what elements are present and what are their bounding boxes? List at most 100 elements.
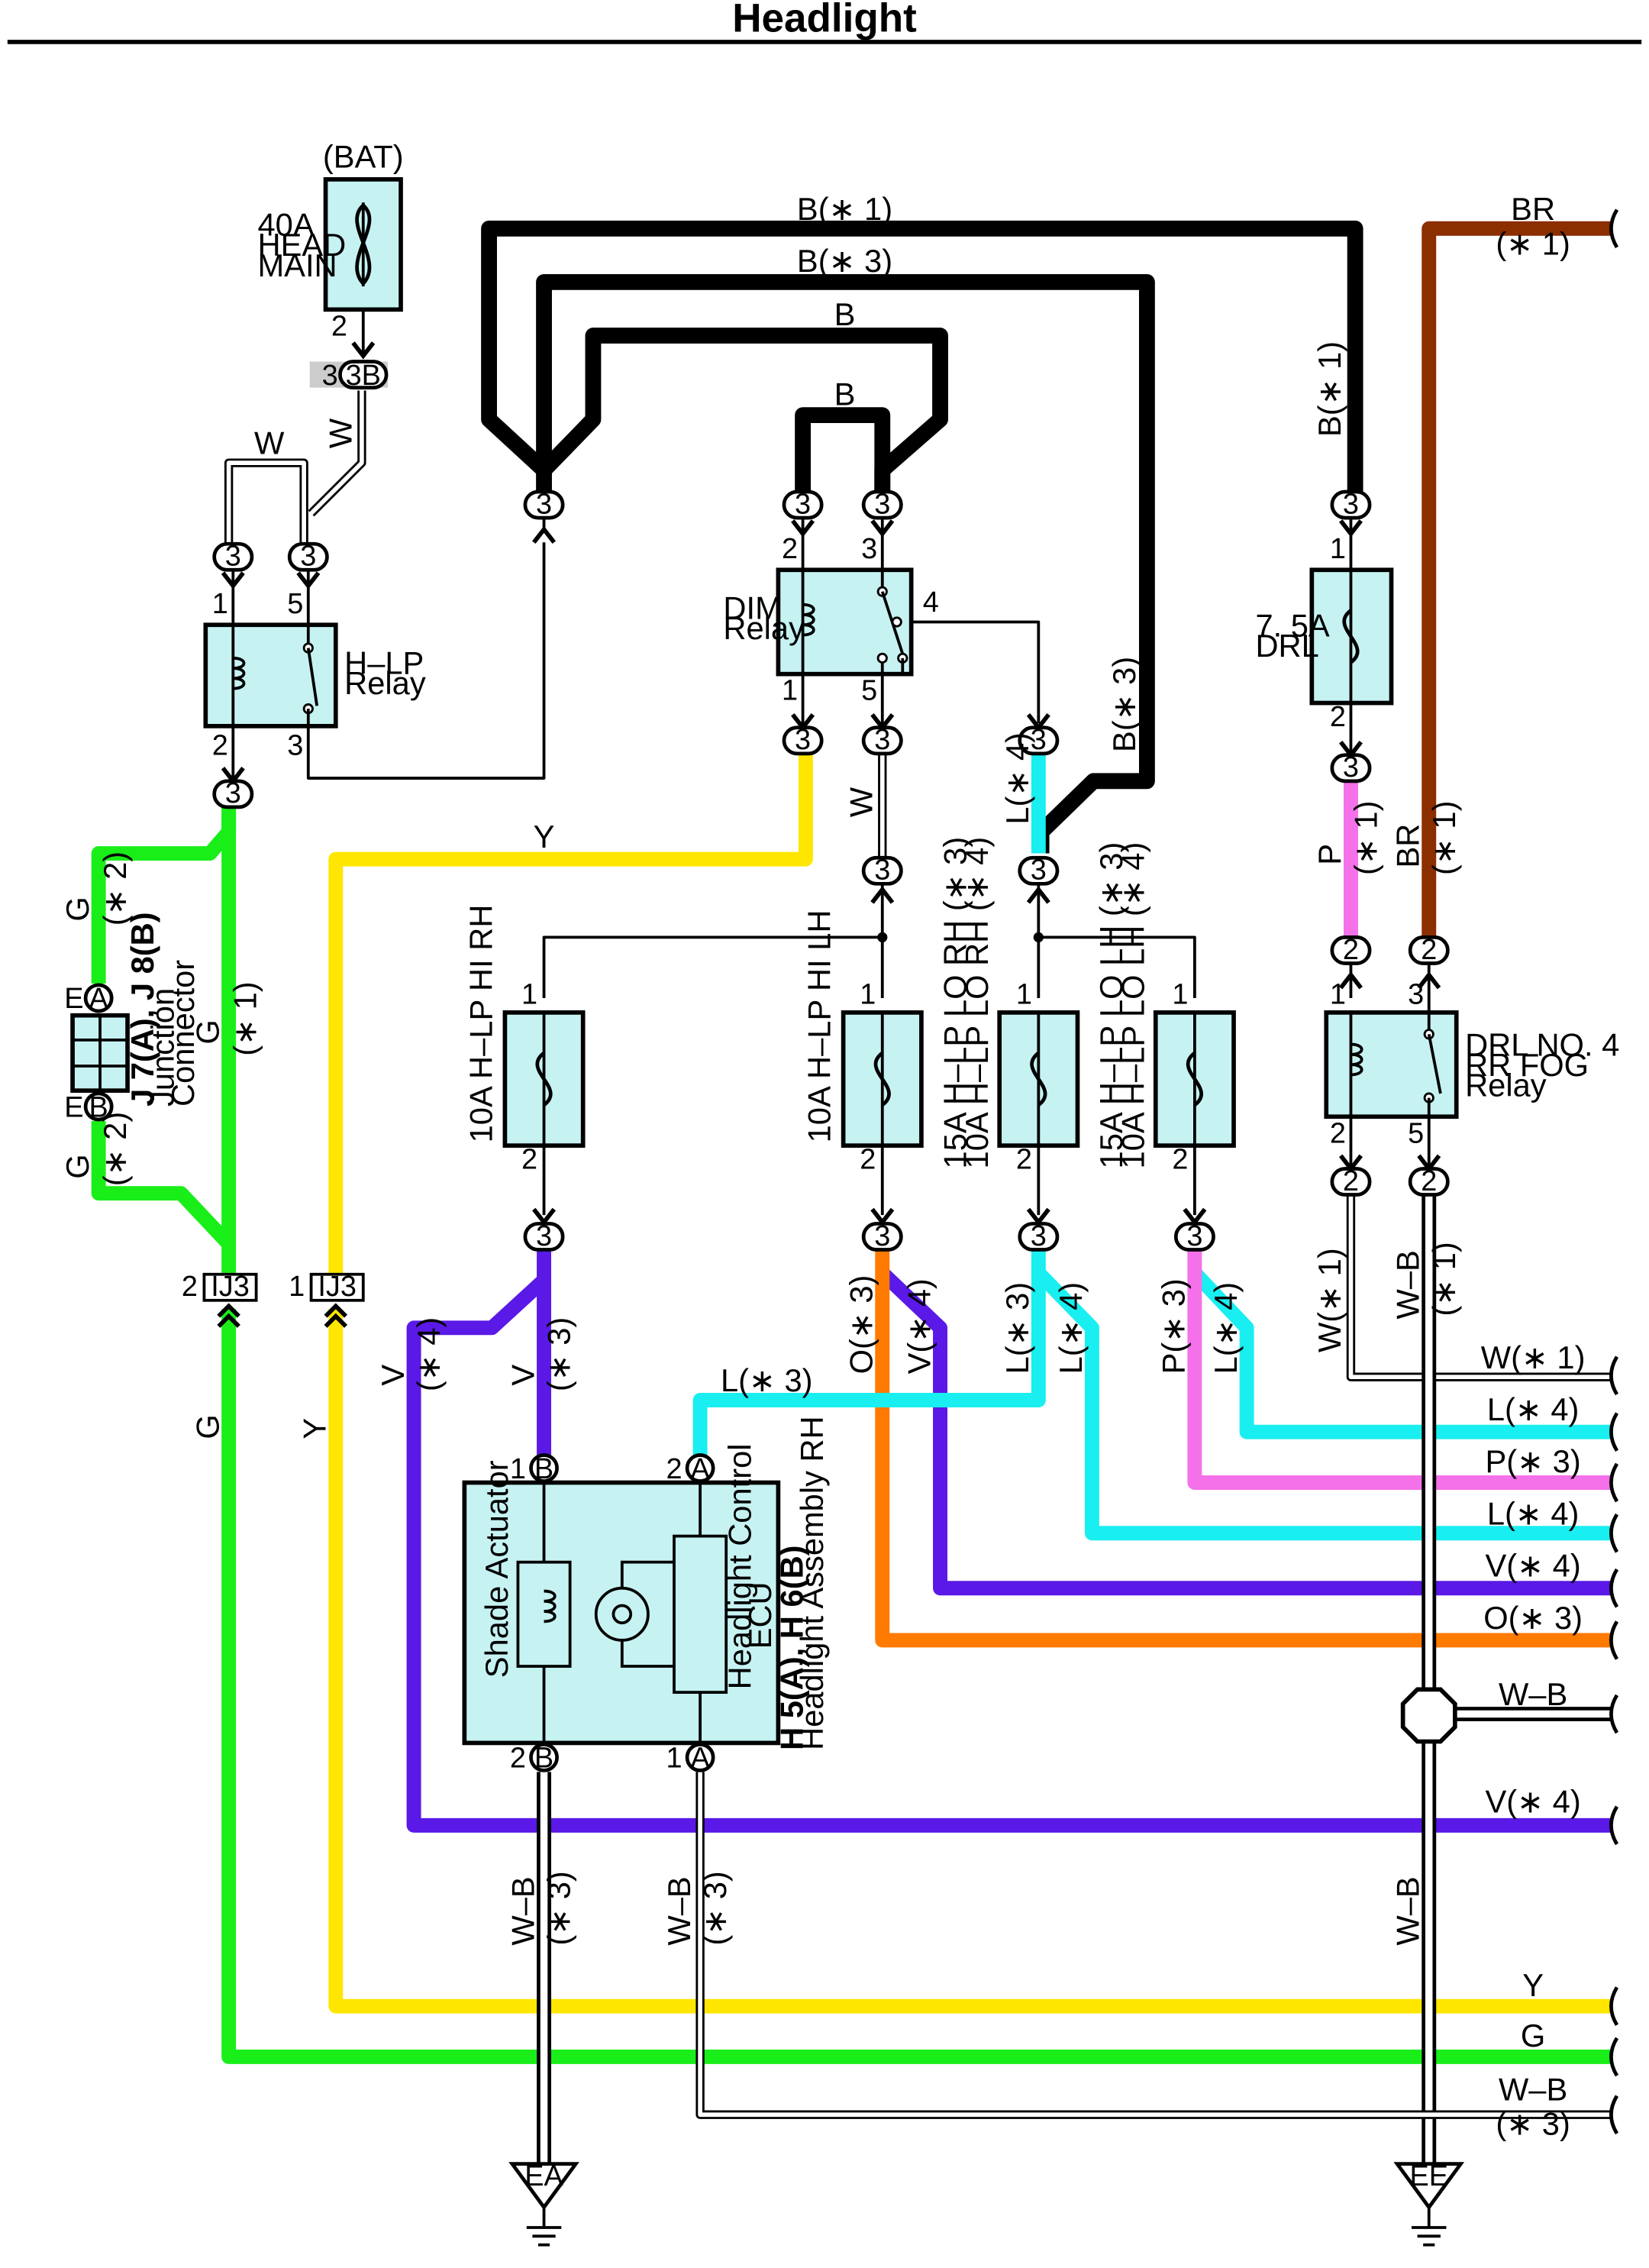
svg-text:2: 2 — [1330, 1117, 1346, 1149]
svg-text:(∗ 1): (∗ 1) — [1496, 225, 1570, 261]
svg-text:(∗ 3): (∗ 3) — [1496, 2106, 1570, 2142]
svg-text:3: 3 — [795, 488, 811, 520]
bat-label: (BAT) — [323, 139, 404, 175]
headlight-ecu-label-2: ECU — [742, 1581, 778, 1649]
hlp-relay-label-2: Relay — [344, 665, 426, 701]
svg-text:2: 2 — [212, 730, 228, 762]
svg-text:2: 2 — [1343, 934, 1359, 966]
connector-mid-l: 3 — [1018, 855, 1060, 904]
svg-text:5: 5 — [1408, 1117, 1424, 1149]
headlight-label-2: Headlight Assembly RH — [794, 1416, 830, 1750]
svg-text:B: B — [534, 1743, 553, 1775]
shade-actuator-label: Shade Actuator — [479, 1460, 515, 1678]
svg-text:(∗ 2): (∗ 2) — [97, 1112, 133, 1186]
svg-text:1: 1 — [510, 1453, 526, 1485]
junction-label-2: Junction — [145, 988, 181, 1107]
wire-b-s1 — [481, 220, 1363, 493]
ground-ee: EE — [1393, 2160, 1465, 2247]
svg-text:P: P — [1312, 844, 1347, 865]
svg-text:3: 3 — [1343, 751, 1359, 783]
svg-text:W: W — [844, 787, 879, 817]
svg-text:BR: BR — [1389, 824, 1425, 868]
svg-text:(∗ 1): (∗ 1) — [1426, 1242, 1462, 1316]
svg-text:(∗ 3): (∗ 3) — [541, 1317, 577, 1391]
svg-text:3: 3 — [795, 724, 811, 756]
drl4-relay: 2 2 1 3 2 5 DRL NO. 4 RR FOG Relay 2 2 — [1324, 934, 1619, 1197]
connector-dim-5: 3 — [861, 724, 903, 756]
svg-text:B: B — [534, 1453, 553, 1485]
junction-label-1: J 7(A), J 8(B) — [124, 912, 160, 1107]
svg-text:3: 3 — [874, 488, 890, 520]
svg-text:W–B: W–B — [1389, 1876, 1425, 1945]
svg-text:L(∗ 4): L(∗ 4) — [1053, 1282, 1089, 1375]
svg-text:1: 1 — [289, 1271, 305, 1303]
wires — [91, 220, 1613, 2163]
svg-text:IJ3: IJ3 — [318, 1271, 357, 1303]
fuse-drl-label-1: 7. 5A — [1255, 607, 1329, 643]
headlight-ecu-label-1: Headlight Control — [721, 1443, 757, 1689]
connector-dim-3: 3 — [861, 488, 903, 520]
svg-text:IJ3: IJ3 — [211, 1271, 250, 1303]
svg-text:2: 2 — [182, 1271, 198, 1303]
fuse-head-main: (BAT) 40A HEAD MAIN 2 — [258, 139, 404, 356]
svg-text:L(∗ 3): L(∗ 3) — [721, 1362, 813, 1398]
svg-text:A: A — [690, 1743, 710, 1775]
svg-text:V(∗ 4): V(∗ 4) — [901, 1278, 937, 1374]
svg-text:(∗ 1): (∗ 1) — [1348, 801, 1384, 875]
svg-text:O(∗ 3): O(∗ 3) — [844, 1275, 879, 1375]
svg-text:W–B: W–B — [505, 1876, 541, 1945]
svg-text:EA: EA — [524, 2160, 563, 2192]
svg-text:G: G — [60, 897, 95, 921]
svg-text:V: V — [375, 1365, 411, 1386]
svg-text:1: 1 — [1330, 979, 1346, 1011]
connector-hlp-5: 3 — [287, 541, 329, 573]
fuse-hi-rh-label: 10A H–LP HI RH — [463, 905, 499, 1143]
svg-text:Y: Y — [297, 1418, 333, 1439]
svg-text:(∗ 3): (∗ 3) — [697, 1871, 733, 1945]
fuse-hi-rh: 1 2 10A H–LP HI RH — [463, 905, 586, 1175]
svg-text:O(∗ 3): O(∗ 3) — [1483, 1600, 1583, 1636]
svg-text:5: 5 — [287, 588, 303, 620]
drl4-relay-label-1: DRL NO. 4 — [1465, 1027, 1619, 1063]
fuse-out-connectors: 3 3 3 3 — [523, 1209, 1215, 1252]
svg-text:3: 3 — [1031, 1220, 1047, 1252]
wire-b-dim-bridge — [795, 407, 891, 493]
svg-text:V(∗ 4): V(∗ 4) — [1486, 1783, 1581, 1819]
svg-text:B: B — [834, 376, 856, 412]
svg-text:3: 3 — [1031, 724, 1047, 756]
svg-text:L(∗ 4): L(∗ 4) — [999, 732, 1035, 825]
fuse-head-main-label-3: MAIN — [258, 247, 337, 283]
svg-text:1: 1 — [1172, 979, 1188, 1011]
connector-dim-1: 3 — [782, 724, 824, 756]
svg-text:1: 1 — [521, 979, 537, 1011]
fuse-lo-rh: 1 2 15A H–LP LO RH (∗ 3) 10A H–LP LO RH … — [937, 837, 1080, 1175]
fuse-head-main-label-2: HEAD — [258, 227, 347, 263]
svg-text:3: 3 — [1343, 488, 1359, 520]
right-edge-labels: W(∗ 1) L(∗ 4) P(∗ 3) L(∗ 4) V(∗ 4) O(∗ 3… — [1481, 1339, 1586, 2142]
svg-text:W–B: W–B — [1499, 1676, 1567, 1712]
dim-relay: 3 3 2 3 4 1 5 DIM Relay 3 — [723, 488, 938, 756]
svg-text:2: 2 — [331, 310, 347, 342]
connector-top-b: 3 — [523, 488, 565, 544]
svg-text:B(∗ 3): B(∗ 3) — [1106, 657, 1142, 752]
fuse-drl: 3 1 2 7. 5A DRL 3 — [1255, 488, 1394, 783]
svg-text:4: 4 — [923, 586, 939, 619]
connector-dim-2: 3 — [782, 488, 824, 520]
svg-text:3: 3 — [536, 1220, 552, 1252]
headlight-label-1: H 5(A), H 6(B) — [774, 1545, 810, 1749]
connector-mid-w: 3 — [861, 855, 903, 904]
svg-text:Y: Y — [534, 819, 555, 855]
svg-text:3: 3 — [322, 360, 338, 392]
ground-ea: EA — [508, 2160, 579, 2247]
svg-text:W–B: W–B — [1499, 2071, 1567, 2107]
svg-text:(∗ 3): (∗ 3) — [541, 1871, 577, 1945]
svg-text:P(∗ 3): P(∗ 3) — [1486, 1443, 1581, 1479]
splice-wb — [1400, 1687, 1457, 1744]
svg-text:A: A — [89, 983, 109, 1015]
wire-labels: B(∗ 1) B(∗ 3) B B W W B(∗ 1) B(∗ 3) Y W … — [60, 191, 1570, 1946]
svg-text:1: 1 — [782, 675, 798, 707]
svg-text:B(∗ 1): B(∗ 1) — [797, 191, 892, 227]
svg-text:3: 3 — [536, 488, 552, 520]
svg-text:G: G — [189, 1019, 225, 1044]
fuse-lo-lh-label-1: 15A H–LP LO LH (∗ 3) — [1093, 842, 1129, 1169]
